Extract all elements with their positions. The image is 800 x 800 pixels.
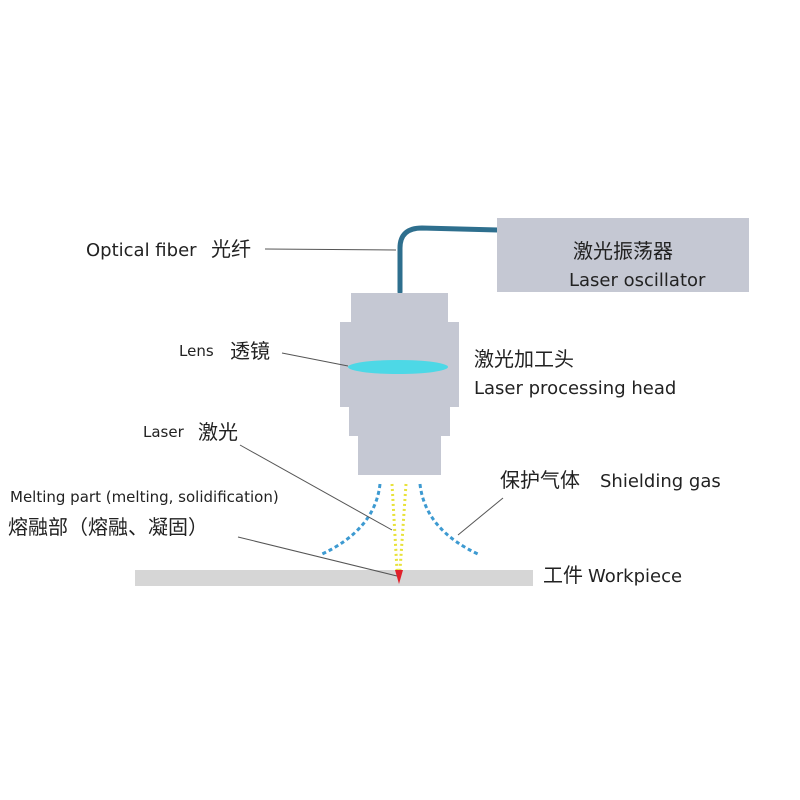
processing-head-lower (349, 406, 450, 436)
label-melting-zh: 熔融部（熔融、凝固） (8, 515, 208, 539)
leader-laser (239, 444, 393, 531)
shielding-gas-left (319, 483, 382, 557)
label-workpiece-zh: 工件 (543, 563, 583, 587)
label-oscillator-en: Laser oscillator (569, 270, 706, 291)
lens-ellipse (348, 360, 448, 374)
label-lens-en: Lens (179, 342, 214, 360)
workpiece-plate (135, 570, 533, 586)
label-gas-zh: 保护气体 (500, 468, 580, 492)
melting-point (395, 570, 403, 584)
leader-optical-fiber (264, 248, 397, 251)
optical-fiber-cable (397, 225, 501, 295)
label-melting-en: Melting part (melting, solidification) (10, 488, 279, 506)
label-optical-fiber-en: Optical fiber (86, 240, 197, 261)
label-head-zh: 激光加工头 (474, 347, 574, 371)
processing-head-top (351, 293, 448, 323)
label-lens-zh: 透镜 (230, 339, 270, 363)
label-laser-zh: 激光 (198, 420, 238, 444)
leader-lens (281, 352, 349, 367)
laser-oscillator-box (497, 218, 749, 292)
label-laser-en: Laser (143, 423, 185, 441)
label-optical-fiber-zh: 光纤 (211, 237, 251, 261)
laser-beam-right (398, 483, 408, 571)
processing-head-nozzle (358, 435, 441, 475)
leader-melting-part (237, 536, 398, 577)
label-head-en: Laser processing head (474, 378, 676, 399)
label-workpiece-en: Workpiece (588, 566, 682, 587)
laser-beam-left (390, 483, 399, 571)
shielding-gas-right (418, 483, 481, 557)
label-gas-en: Shielding gas (600, 471, 721, 492)
leader-shielding-gas (457, 497, 504, 536)
label-oscillator-zh: 激光振荡器 (573, 239, 673, 263)
